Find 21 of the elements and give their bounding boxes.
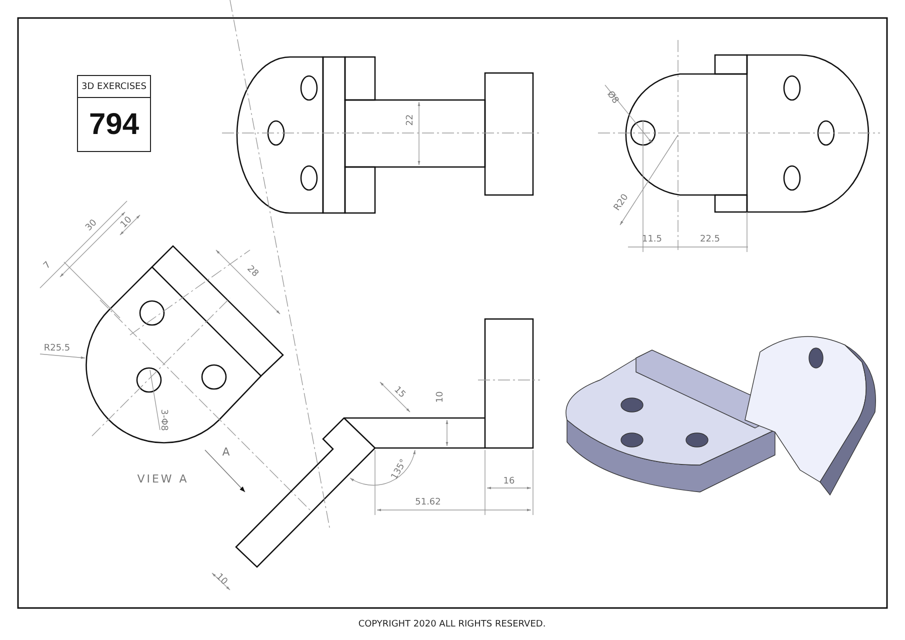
dimension-label: 7 xyxy=(42,260,54,272)
dimension-label: 22.5 xyxy=(700,236,720,244)
series-label: 3D EXERCISES xyxy=(82,82,146,92)
dimension-label: 10 xyxy=(436,391,446,403)
view-label: VIEW A xyxy=(137,474,189,484)
dimension-label: 3-Φ8 xyxy=(158,409,168,431)
dimension-label: 15 xyxy=(392,386,406,400)
dimension-label: 51.62 xyxy=(415,498,441,508)
dimension-label: 11.5 xyxy=(642,236,662,244)
dimension-label: 28 xyxy=(244,264,260,280)
dimension-label: 30 xyxy=(84,218,100,234)
dimension-label: 16 xyxy=(503,478,515,486)
dimension-label: 10 xyxy=(120,216,134,230)
dimension-label: 22 xyxy=(406,114,416,126)
dimension-label: Ø8 xyxy=(604,90,620,106)
copyright-note: COPYRIGHT 2020 ALL RIGHTS RESERVED. xyxy=(358,620,546,630)
title-block xyxy=(77,75,151,152)
dimension-label: R25.5 xyxy=(44,344,70,354)
view-label: A xyxy=(222,446,232,458)
dimension-label: 10 xyxy=(214,572,228,588)
exercise-number: 794 xyxy=(88,108,140,142)
